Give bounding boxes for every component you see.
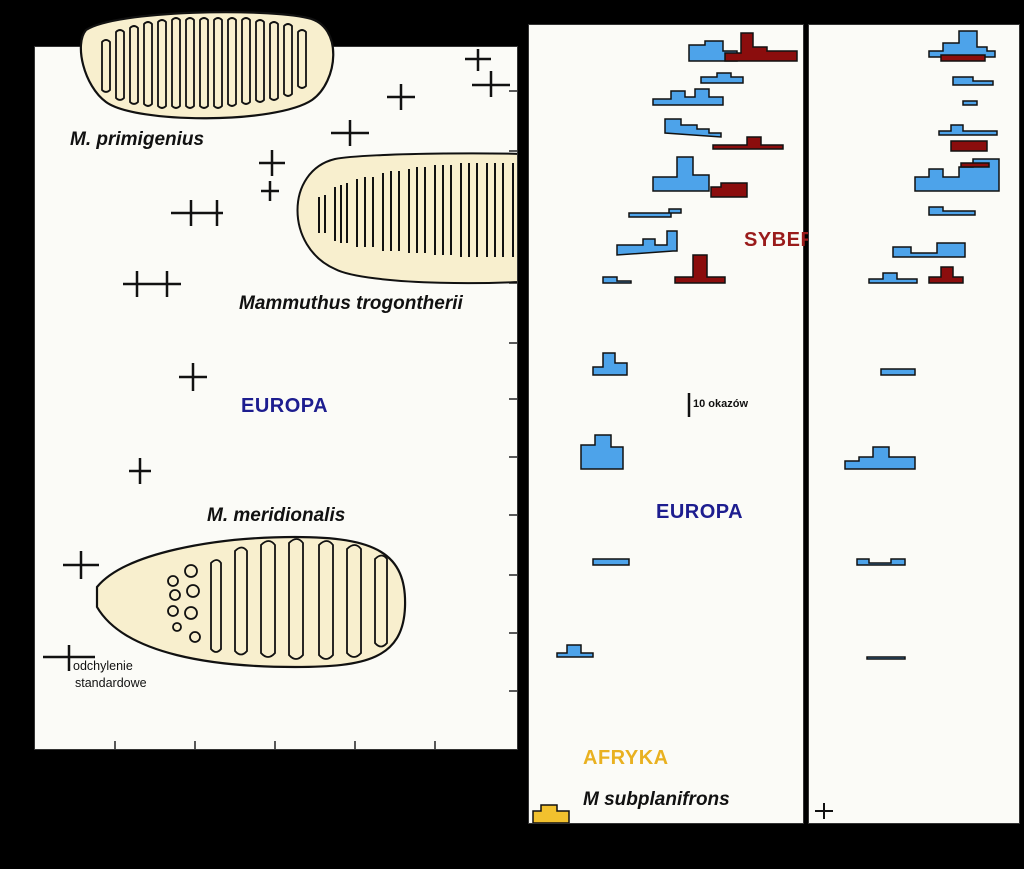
cross-point — [331, 120, 369, 146]
histogram — [674, 254, 726, 284]
histogram — [532, 804, 570, 823]
cross-point — [472, 71, 510, 97]
europe-histograms-right — [844, 30, 1000, 660]
bottom-axis-ticks — [114, 741, 436, 749]
cross-point — [261, 181, 279, 201]
histogram — [616, 230, 678, 256]
histogram — [892, 242, 966, 258]
region-label-africa: AFRYKA — [583, 747, 669, 769]
middle-histogram-panel: SYBERIA EUROPA AFRYKA M subplanifrons 10… — [528, 24, 836, 824]
molar-m-primigenius-icon — [79, 11, 335, 120]
histogram — [928, 206, 976, 216]
legend-cross — [43, 645, 95, 671]
legend-label-line2: standardowe — [75, 676, 147, 690]
europe-histograms — [556, 40, 744, 658]
right-histogram-panel — [808, 24, 1020, 824]
species-label-meridionalis: M. meridionalis — [207, 505, 346, 526]
histogram — [844, 446, 916, 470]
left-plot-panel: M. primigenius Mammuthus trogontherii EU… — [34, 46, 518, 750]
histogram — [868, 272, 918, 284]
histogram — [856, 558, 906, 566]
histogram — [960, 162, 990, 168]
siberia-histograms — [674, 32, 798, 284]
histogram — [962, 100, 978, 106]
histogram — [652, 88, 724, 106]
histogram — [950, 140, 988, 152]
small-cross-marker — [815, 803, 833, 819]
molar-m-meridionalis-icon — [95, 535, 407, 669]
scale-bar-label: 10 okazów — [693, 398, 749, 410]
species-label-subplanifrons: M subplanifrons — [583, 789, 730, 810]
histogram — [938, 124, 998, 136]
cross-point — [171, 200, 223, 226]
histogram — [710, 182, 748, 198]
cross-point — [129, 458, 151, 484]
region-label-europe-middle: EUROPA — [656, 501, 744, 523]
histogram — [592, 558, 630, 566]
cross-point — [259, 150, 285, 176]
histogram — [652, 156, 710, 192]
region-label-europe-left: EUROPA — [241, 395, 329, 417]
histogram — [928, 30, 996, 58]
cross-point — [123, 271, 181, 297]
left-plot-graphics — [43, 49, 517, 749]
histogram — [928, 266, 964, 284]
histogram — [880, 368, 916, 376]
cross-point — [179, 363, 207, 391]
africa-histograms — [532, 804, 570, 823]
histogram — [866, 656, 906, 660]
cross-point — [387, 84, 415, 110]
histogram — [592, 352, 628, 376]
species-label-trogontherii: Mammuthus trogontherii — [239, 293, 463, 314]
cross-point — [63, 551, 99, 579]
histogram — [664, 118, 722, 138]
siberia-histograms-right — [928, 54, 990, 284]
histogram — [556, 644, 594, 658]
histogram — [952, 76, 994, 86]
histogram — [940, 54, 986, 62]
data-crosses — [63, 49, 510, 579]
legend-label-line1: odchylenie — [73, 659, 133, 673]
histogram — [724, 32, 798, 62]
histogram — [700, 72, 744, 84]
molar-m-trogontherii-icon — [296, 152, 517, 285]
middle-histograms — [532, 32, 798, 823]
right-histograms — [815, 30, 1000, 819]
histogram — [580, 434, 624, 470]
histogram — [602, 276, 632, 284]
histogram — [628, 208, 682, 218]
histogram — [712, 136, 784, 150]
species-label-primigenius: M. primigenius — [70, 129, 205, 150]
cross-point — [465, 49, 491, 71]
